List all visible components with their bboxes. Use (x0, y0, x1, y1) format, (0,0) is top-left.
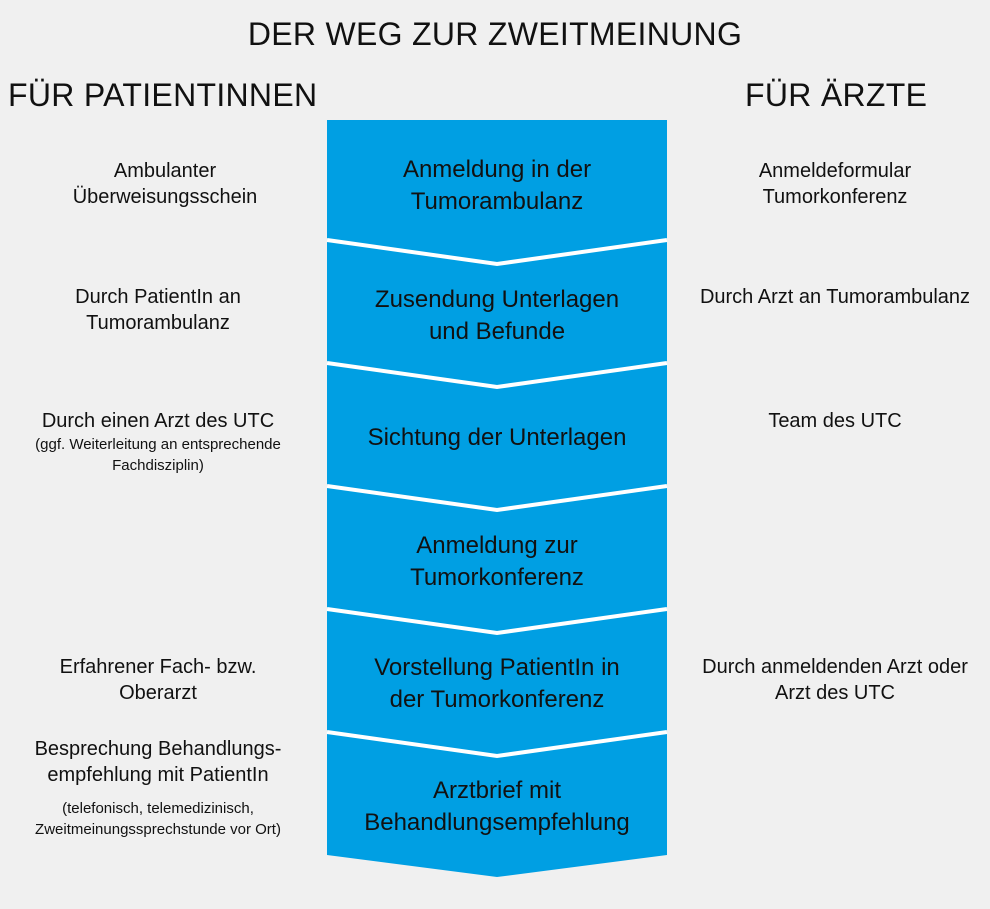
doctor-step-1-text: Anmeldeformular Tumorkonferenz (680, 158, 990, 210)
doctor-step-1-line-2: Tumorkonferenz (762, 186, 908, 208)
doctors-column-header: FÜR ÄRZTE (745, 77, 928, 113)
step-5-line-1: Vorstellung PatientIn in (374, 654, 620, 681)
patient-step-6-text: Besprechung Behandlungs- empfehlung mit … (0, 736, 316, 840)
step-3-line-1: Sichtung der Unterlagen (367, 424, 627, 451)
step-1-line-1: Anmeldung in der (402, 156, 592, 183)
patient-step-6-note-line-1: (telefonisch, telemedizinisch, (62, 800, 254, 817)
step-divider-3 (326, 484, 668, 513)
doctor-step-5-text: Durch anmeldenden Arzt oder Arzt des UTC (680, 654, 990, 706)
step-2-label: Zusendung Unterlagen und Befunde (327, 284, 667, 348)
patient-step-1-text: Ambulanter Überweisungsschein (0, 158, 330, 210)
step-1-label: Anmeldung in der Tumorambulanz (327, 154, 667, 218)
patient-step-2-line-2: Tumorambulanz (86, 312, 230, 334)
patient-step-6-note-line-2: Zweitmeinungssprechstunde vor Ort) (35, 821, 281, 838)
patient-step-3-note-line-2: Fachdisziplin) (112, 457, 204, 474)
doctor-step-3-line-1: Team des UTC (768, 410, 902, 432)
patient-step-5-line-1: Erfahrener Fach- bzw. (59, 656, 257, 678)
doctor-step-2-line-1: Durch Arzt an Tumorambulanz (699, 286, 971, 308)
doctor-step-2-text: Durch Arzt an Tumorambulanz (680, 284, 990, 310)
step-6-label: Arztbrief mit Behandlungsempfehlung (327, 775, 667, 839)
patient-step-1-line-1: Ambulanter (113, 160, 217, 182)
patient-step-3-note-line-1: (ggf. Weiterleitung an entsprechende (35, 436, 281, 453)
patient-step-2-text: Durch PatientIn an Tumorambulanz (0, 284, 316, 336)
diagram-title: DER WEG ZUR ZWEITMEINUNG (247, 16, 743, 52)
step-1-line-2: Tumorambulanz (410, 188, 584, 215)
doctor-step-1-line-1: Anmeldeformular (758, 160, 912, 182)
step-divider-1 (326, 238, 668, 267)
step-4-line-1: Anmeldung zur (416, 532, 578, 559)
step-divider-2 (326, 361, 668, 390)
step-divider-5 (326, 730, 668, 759)
patient-step-5-line-2: Oberarzt (119, 682, 197, 704)
process-chevron-shape (327, 120, 667, 877)
step-6-line-1: Arztbrief mit (432, 777, 561, 804)
doctor-step-5-line-2: Arzt des UTC (774, 682, 896, 704)
patient-step-3-note: (ggf. Weiterleitung an entsprechende Fac… (0, 434, 316, 476)
step-2-line-2: und Befunde (428, 318, 566, 345)
patient-step-3-line-1: Durch einen Arzt des UTC (41, 410, 275, 432)
step-divider-4 (326, 607, 668, 636)
patient-step-5-text: Erfahrener Fach- bzw. Oberarzt (0, 654, 316, 706)
patient-step-3-text: Durch einen Arzt des UTC (ggf. Weiterlei… (0, 408, 316, 476)
patient-step-6-note: (telefonisch, telemedizinisch, Zweitmein… (0, 798, 316, 840)
step-6-line-2: Behandlungsempfehlung (364, 809, 630, 836)
step-5-line-2: der Tumorkonferenz (389, 686, 605, 713)
step-4-label: Anmeldung zur Tumorkonferenz (327, 530, 667, 594)
patient-step-2-line-1: Durch PatientIn an (75, 286, 241, 308)
patient-step-1-line-2: Überweisungsschein (72, 186, 258, 208)
patient-step-6-line-2: empfehlung mit PatientIn (47, 764, 269, 786)
step-2-line-1: Zusendung Unterlagen (374, 286, 620, 313)
patient-step-6-line-1: Besprechung Behandlungs- (34, 738, 282, 760)
doctor-step-3-text: Team des UTC (680, 408, 990, 434)
step-5-label: Vorstellung PatientIn in der Tumorkonfer… (327, 652, 667, 716)
doctor-step-5-line-1: Durch anmeldenden Arzt oder (702, 656, 968, 678)
step-4-line-2: Tumorkonferenz (410, 564, 584, 591)
step-3-label: Sichtung der Unterlagen (327, 422, 667, 454)
patients-column-header: FÜR PATIENTINNEN (8, 77, 318, 113)
